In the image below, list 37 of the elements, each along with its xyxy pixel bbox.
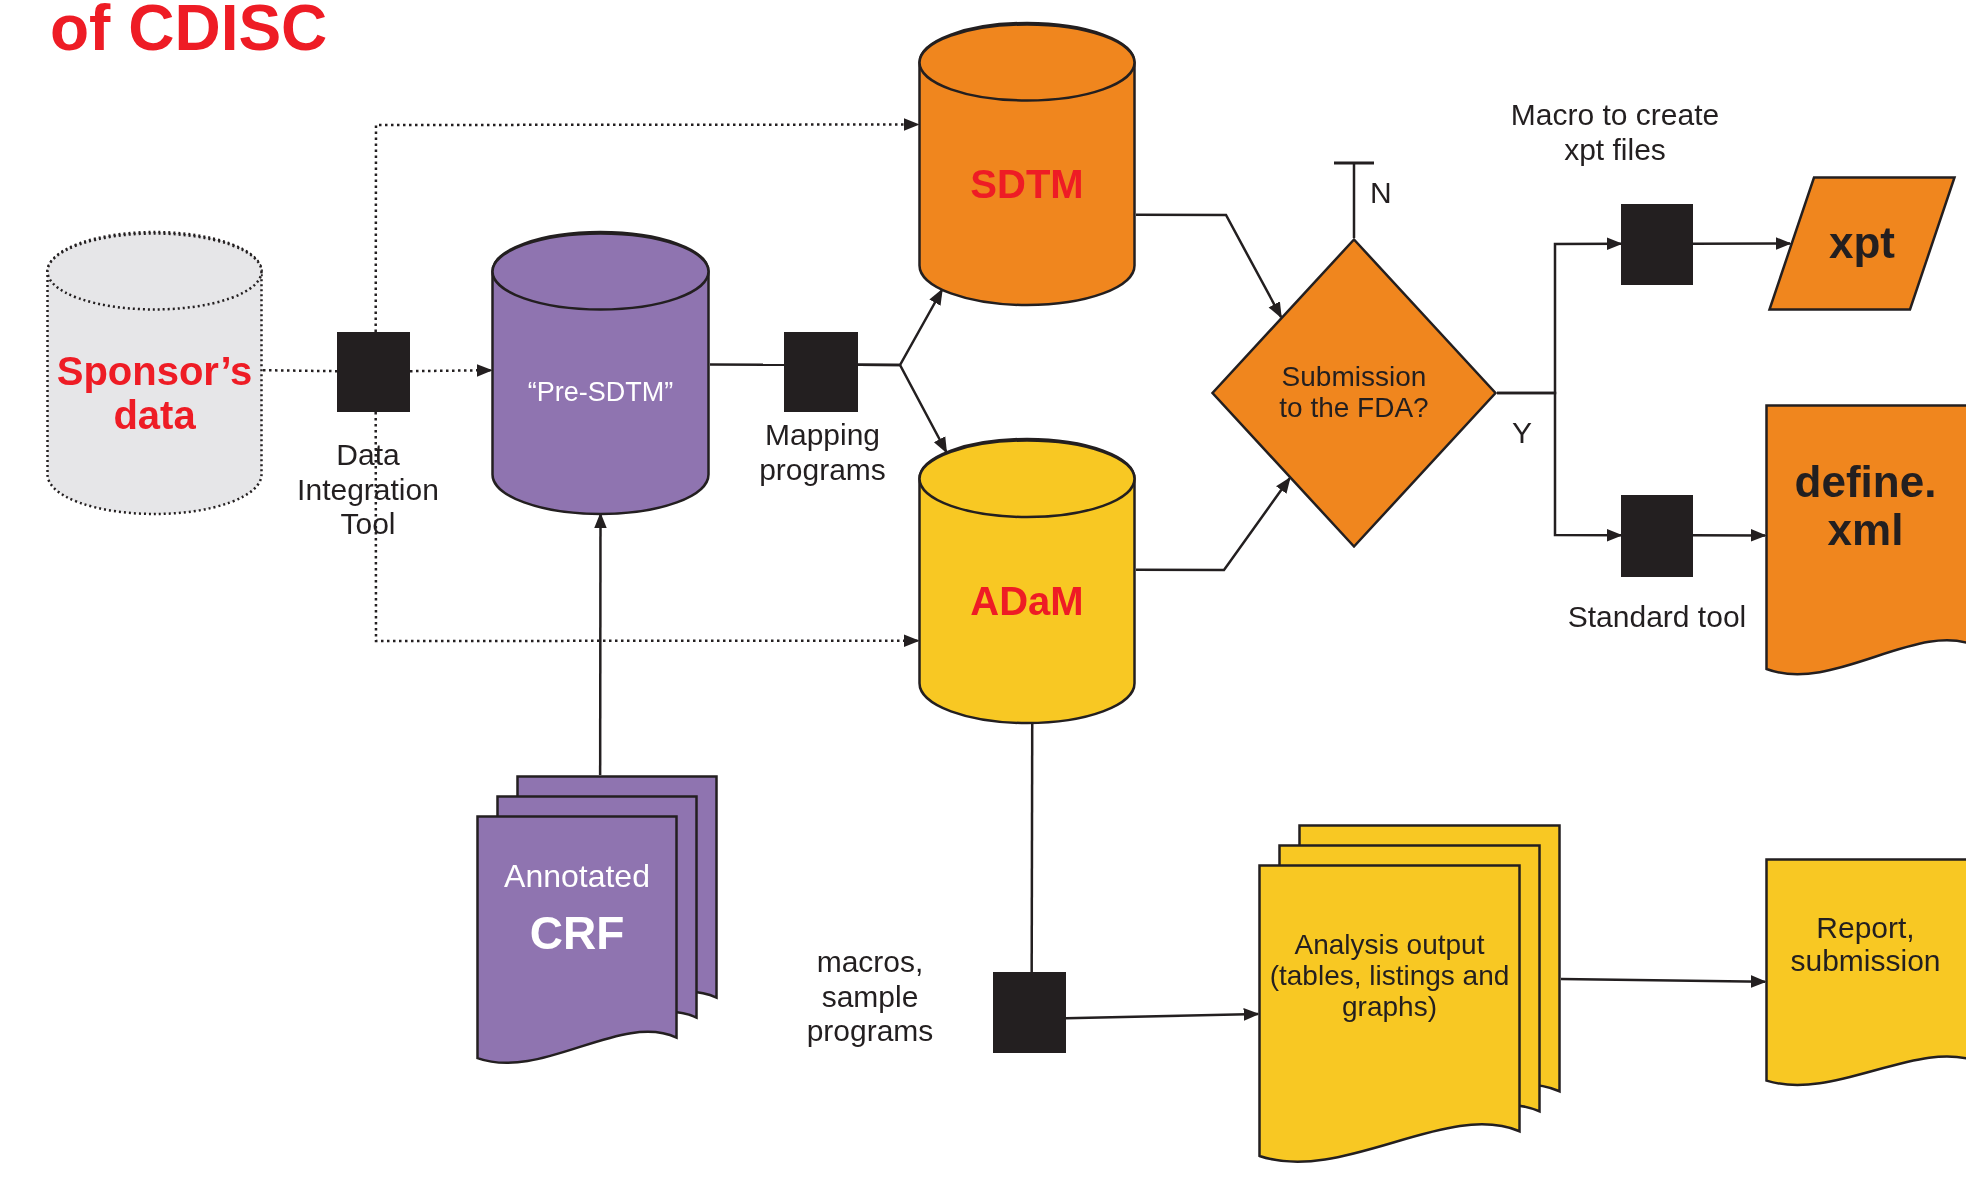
- connector: [410, 363, 493, 377]
- node-label: Sponsor’s data: [55, 348, 254, 437]
- connector: [1136, 213, 1283, 319]
- node-label: SDTM: [970, 161, 1084, 206]
- step-label: macros, sample programs: [805, 945, 935, 1049]
- connector: [858, 363, 948, 454]
- process-square: [1621, 204, 1693, 285]
- process-square: [784, 332, 858, 412]
- connector: [1065, 1008, 1260, 1021]
- step-label: Data Integration Tool: [296, 438, 440, 542]
- connector: [1332, 161, 1376, 238]
- connector: [1561, 975, 1767, 988]
- node-label: Submission to the FDA?: [1278, 362, 1430, 424]
- node-label: xpt: [1829, 219, 1895, 268]
- process-square: [337, 332, 410, 412]
- title: of CDISC: [50, 0, 328, 60]
- connector: [1693, 528, 1767, 542]
- process-square: [993, 972, 1066, 1053]
- process-square: [1621, 495, 1693, 577]
- node-sublabel: CRF: [529, 907, 625, 959]
- step-label: Standard tool: [1566, 600, 1748, 635]
- node-label: Analysis output (tables, listings and graphs): [1268, 930, 1511, 1023]
- connector: [374, 412, 920, 648]
- connector: [1030, 723, 1034, 972]
- connector: [1136, 476, 1291, 572]
- node-label: “Pre-SDTM”: [527, 377, 674, 408]
- connector: [374, 118, 920, 332]
- connector: [1497, 391, 1623, 542]
- step-label: Macro to create xpt files: [1509, 98, 1721, 167]
- connector: [1693, 237, 1792, 250]
- node-label: Annotated: [504, 858, 650, 894]
- connector: [710, 363, 784, 367]
- node-label: define. xml: [1793, 457, 1938, 555]
- step-label: Mapping programs: [758, 418, 887, 487]
- node-label: ADaM: [970, 578, 1084, 623]
- node-label: Report, submission: [1789, 910, 1942, 977]
- connector: [263, 368, 337, 373]
